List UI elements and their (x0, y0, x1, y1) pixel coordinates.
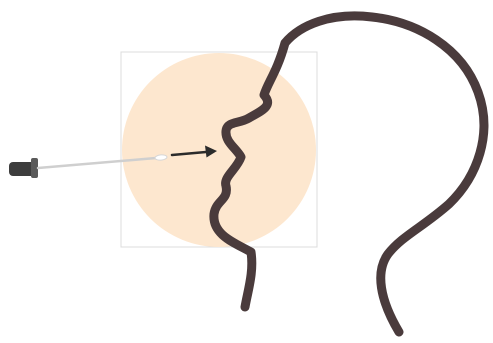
swab-tip (155, 154, 167, 160)
highlight-circle (122, 53, 316, 247)
